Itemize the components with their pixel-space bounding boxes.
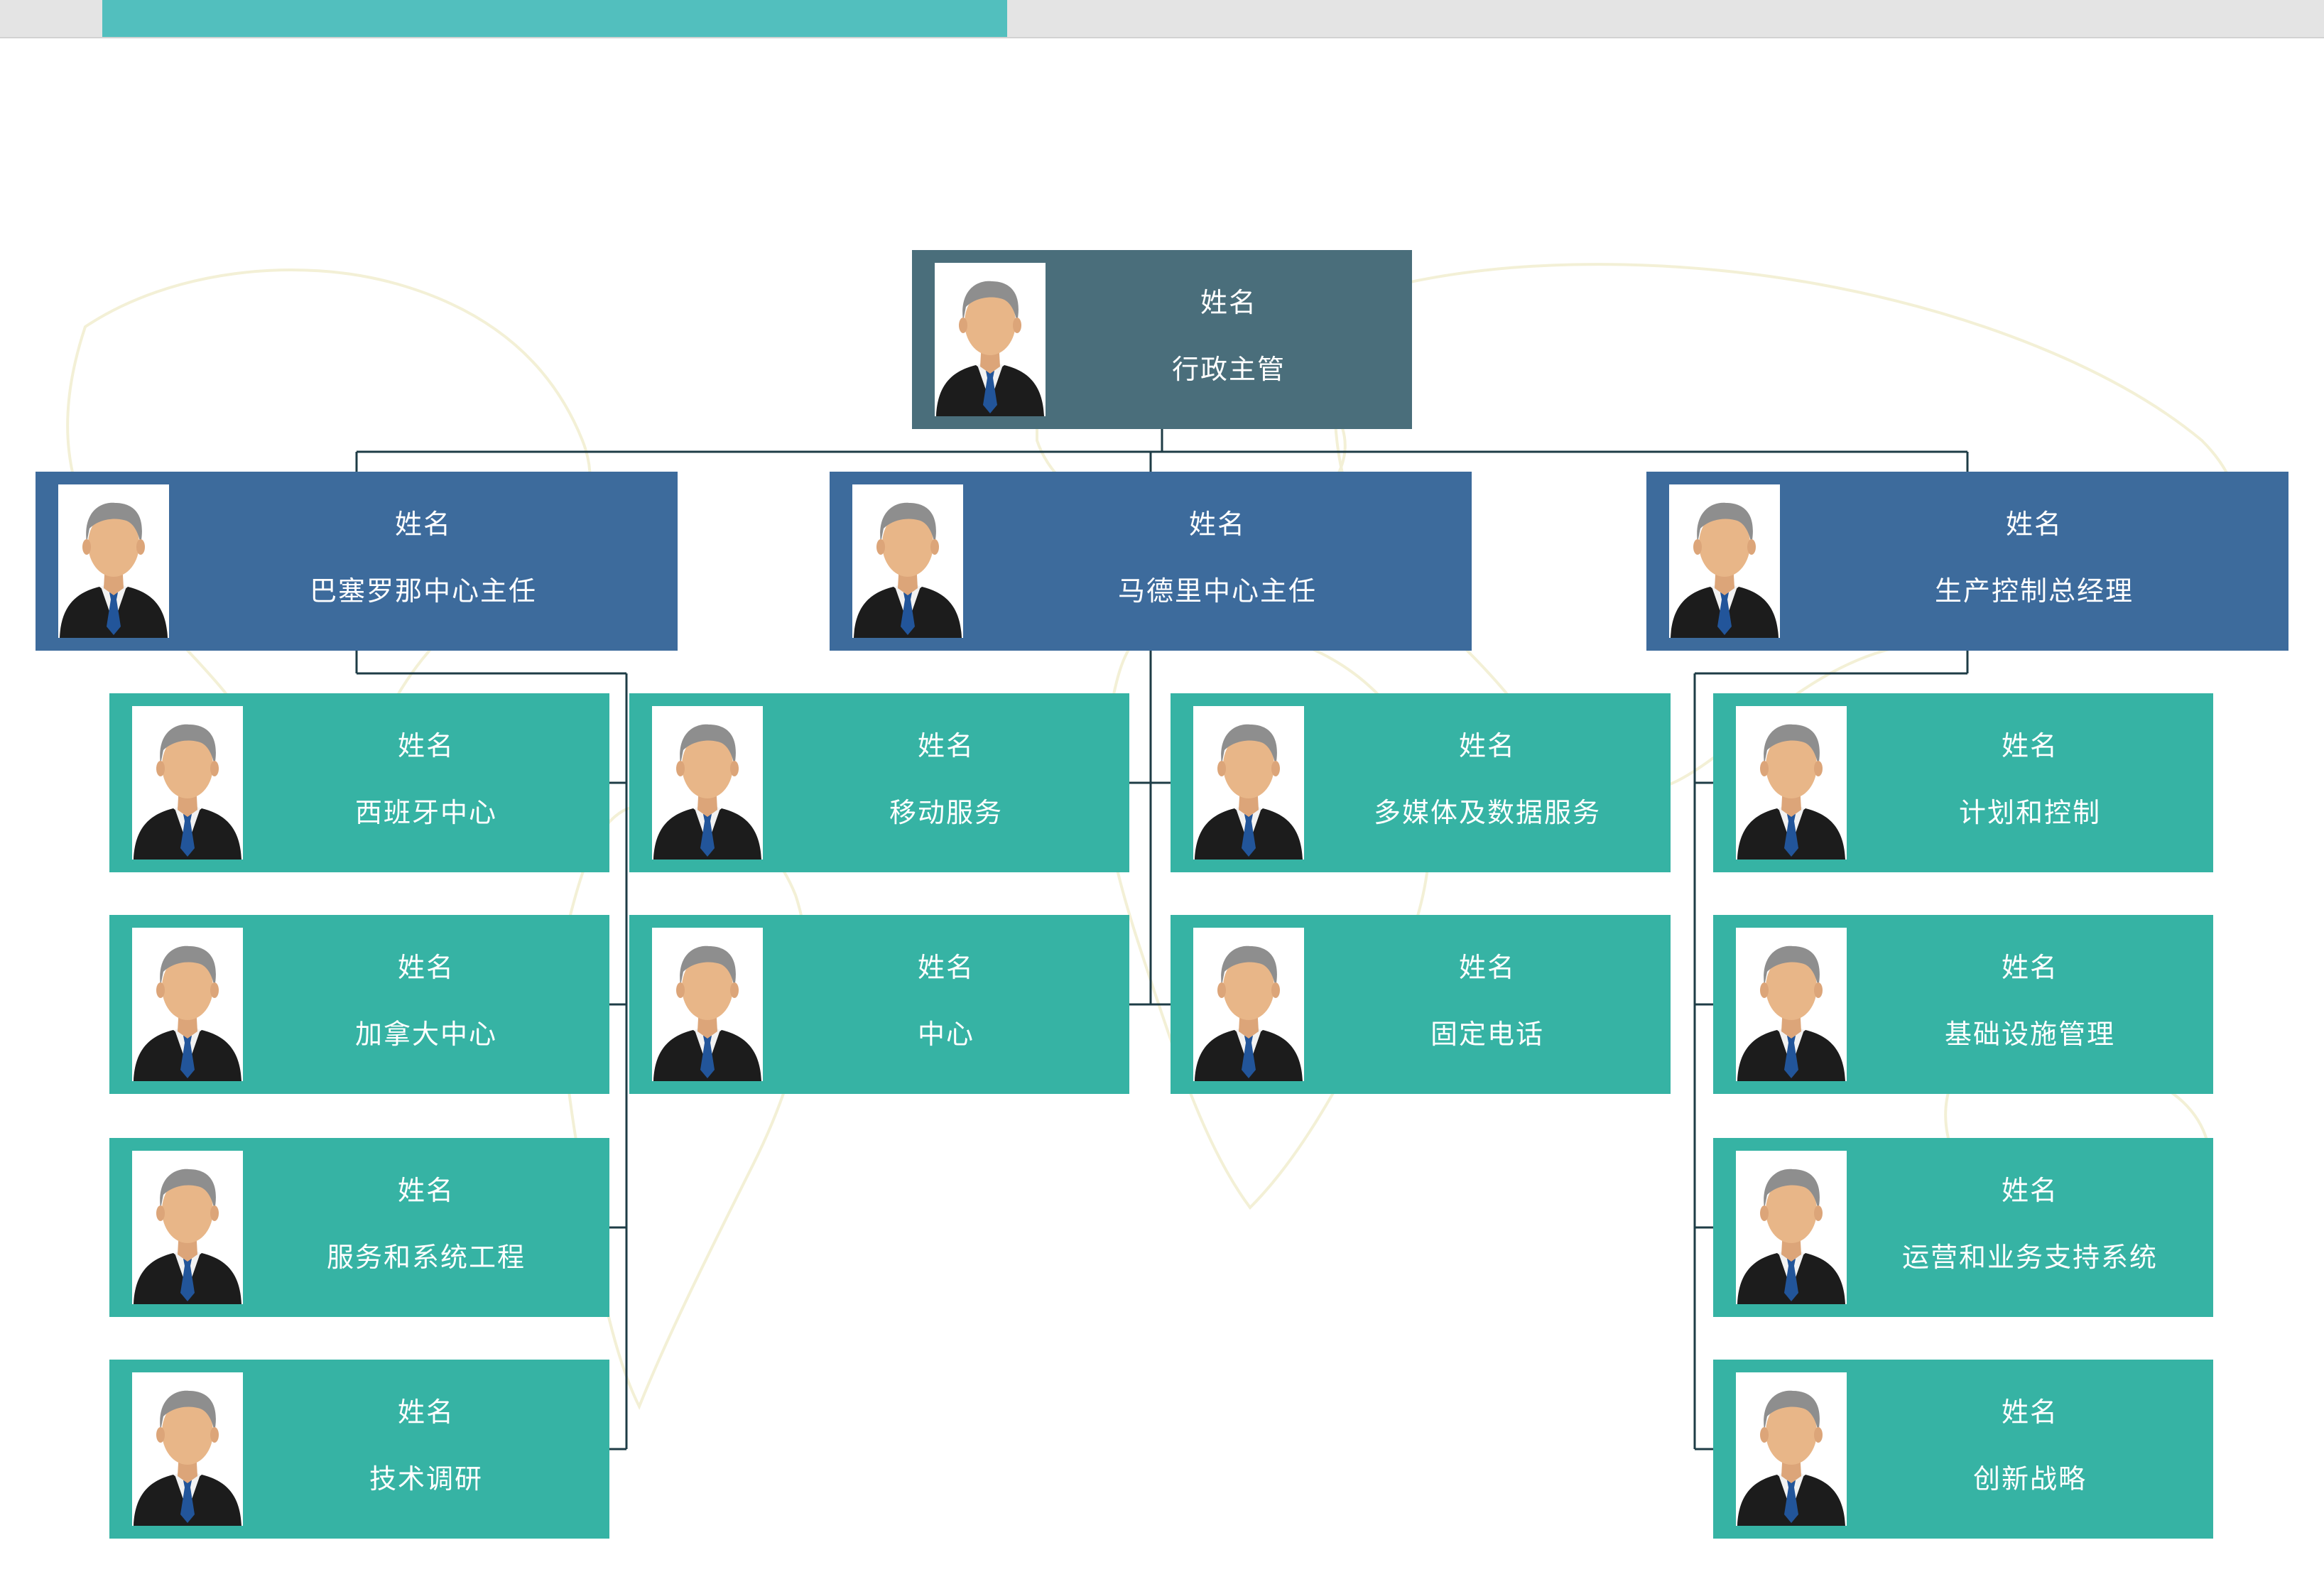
card-name: 姓名	[397, 952, 455, 983]
avatar	[1669, 484, 1780, 638]
card-title: 加拿大中心	[354, 1019, 497, 1050]
card-title: 多媒体及数据服务	[1373, 797, 1601, 828]
person-icon	[132, 706, 243, 860]
person-icon	[652, 706, 763, 860]
card-title: 马德里中心主任	[1117, 575, 1317, 607]
person-icon	[1736, 1372, 1847, 1526]
person-icon	[1736, 1151, 1847, 1304]
card-name: 姓名	[2005, 509, 2063, 540]
avatar	[58, 484, 169, 638]
avatar	[132, 928, 243, 1081]
card-title: 运营和业务支持系统	[1901, 1242, 2158, 1273]
card-title: 行政主管	[1171, 354, 1286, 385]
avatar	[652, 706, 763, 860]
card-title: 创新战略	[1972, 1463, 2087, 1495]
avatar	[852, 484, 963, 638]
unit-card-services-systems[interactable]: 姓名 服务和系统工程	[109, 1138, 609, 1317]
top-bar	[0, 0, 2324, 38]
card-title: 巴塞罗那中心主任	[309, 575, 537, 607]
unit-card-fixed-line[interactable]: 姓名 固定电话	[1171, 915, 1671, 1094]
avatar	[1736, 928, 1847, 1081]
person-icon	[935, 263, 1046, 416]
avatar	[1736, 1151, 1847, 1304]
avatar	[132, 1372, 243, 1526]
director-card-barcelona[interactable]: 姓名 巴塞罗那中心主任	[36, 472, 678, 651]
person-icon	[58, 484, 169, 638]
card-title: 移动服务	[889, 797, 1003, 828]
unit-card-tech-research[interactable]: 姓名 技术调研	[109, 1360, 609, 1539]
person-icon	[132, 928, 243, 1081]
card-name: 姓名	[917, 730, 974, 761]
person-icon	[132, 1151, 243, 1304]
person-icon	[132, 1372, 243, 1526]
card-title: 中心	[917, 1019, 974, 1050]
person-icon	[1193, 928, 1304, 1081]
card-title: 西班牙中心	[354, 797, 497, 828]
person-icon	[1736, 706, 1847, 860]
avatar	[935, 263, 1046, 416]
unit-card-mobile-services[interactable]: 姓名 移动服务	[629, 693, 1129, 872]
card-name: 姓名	[1188, 509, 1246, 540]
avatar	[1736, 1372, 1847, 1526]
card-name: 姓名	[2001, 1397, 2058, 1428]
avatar	[652, 928, 763, 1081]
unit-card-canada-center[interactable]: 姓名 加拿大中心	[109, 915, 609, 1094]
person-icon	[1669, 484, 1780, 638]
card-name: 姓名	[1200, 287, 1257, 318]
card-name: 姓名	[397, 730, 455, 761]
card-title: 固定电话	[1430, 1019, 1544, 1050]
card-name: 姓名	[1458, 952, 1516, 983]
card-title: 技术调研	[369, 1463, 483, 1495]
active-tab[interactable]	[102, 0, 1007, 37]
card-name: 姓名	[2001, 952, 2058, 983]
card-name: 姓名	[2001, 1175, 2058, 1206]
unit-card-spain-center[interactable]: 姓名 西班牙中心	[109, 693, 609, 872]
card-title: 计划和控制	[1958, 797, 2101, 828]
avatar	[1736, 706, 1847, 860]
director-card-production[interactable]: 姓名 生产控制总经理	[1646, 472, 2288, 651]
card-title: 服务和系统工程	[326, 1242, 526, 1273]
person-icon	[652, 928, 763, 1081]
card-name: 姓名	[2001, 730, 2058, 761]
avatar	[132, 1151, 243, 1304]
card-name: 姓名	[394, 509, 452, 540]
person-icon	[1193, 706, 1304, 860]
card-name: 姓名	[917, 952, 974, 983]
avatar	[132, 706, 243, 860]
person-icon	[852, 484, 963, 638]
unit-card-operations-support[interactable]: 姓名 运营和业务支持系统	[1713, 1138, 2213, 1317]
card-name: 姓名	[397, 1175, 455, 1206]
unit-card-innovation-strategy[interactable]: 姓名 创新战略	[1713, 1360, 2213, 1539]
executive-card[interactable]: 姓名 行政主管	[912, 250, 1412, 429]
unit-card-multimedia-data[interactable]: 姓名 多媒体及数据服务	[1171, 693, 1671, 872]
unit-card-center[interactable]: 姓名 中心	[629, 915, 1129, 1094]
card-name: 姓名	[397, 1397, 455, 1428]
avatar	[1193, 706, 1304, 860]
card-title: 生产控制总经理	[1934, 575, 2134, 607]
avatar	[1193, 928, 1304, 1081]
person-icon	[1736, 928, 1847, 1081]
unit-card-infrastructure[interactable]: 姓名 基础设施管理	[1713, 915, 2213, 1094]
director-card-madrid[interactable]: 姓名 马德里中心主任	[830, 472, 1472, 651]
card-title: 基础设施管理	[1944, 1019, 2115, 1050]
card-name: 姓名	[1458, 730, 1516, 761]
unit-card-planning-control[interactable]: 姓名 计划和控制	[1713, 693, 2213, 872]
